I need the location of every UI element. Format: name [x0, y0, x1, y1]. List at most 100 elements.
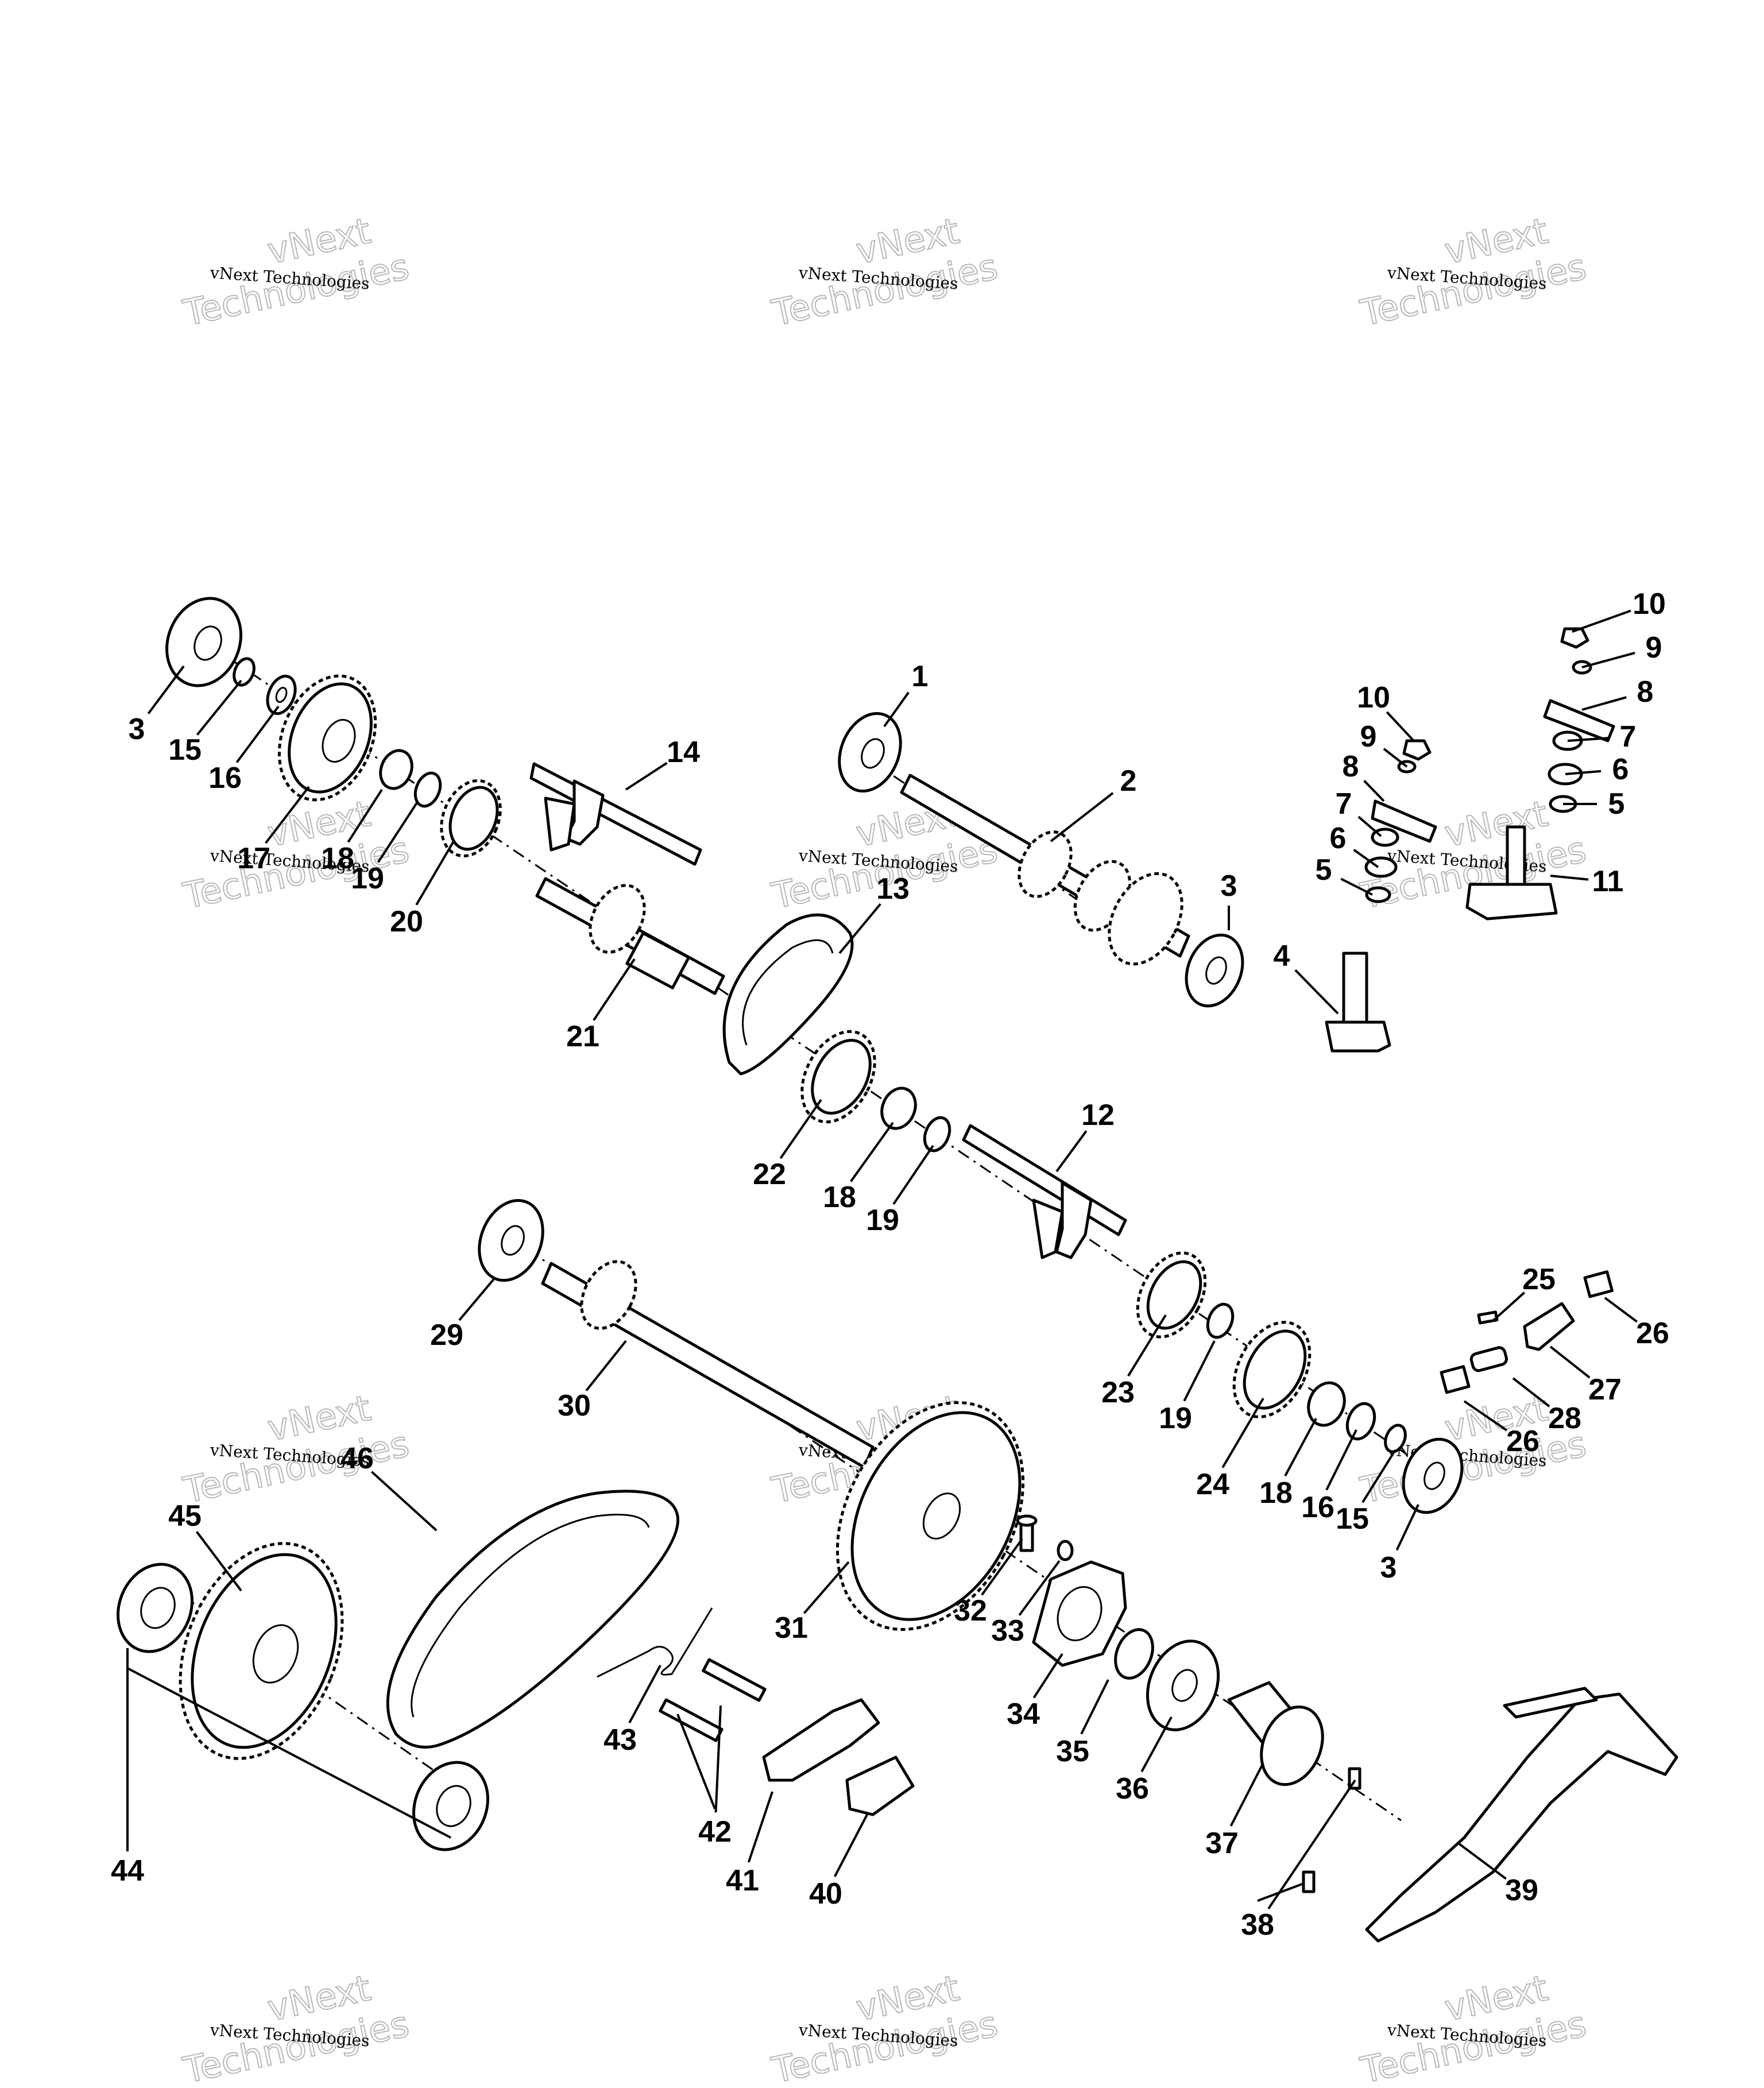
- callout-19: 19: [866, 1144, 934, 1237]
- callout-7: 7: [1336, 787, 1382, 837]
- shift-shaft-11: [1465, 825, 1558, 921]
- callout-34: 34: [1007, 1653, 1063, 1731]
- callout-label: 18: [321, 842, 354, 875]
- clip-15-right: [1384, 1424, 1407, 1453]
- leader-line: [1572, 609, 1631, 633]
- callout-44: 44: [111, 1648, 144, 1888]
- callout-1: 1: [883, 660, 929, 728]
- gear-45: [179, 1542, 344, 1760]
- callout-label: 5: [1608, 787, 1625, 821]
- leader-line: [1567, 737, 1609, 742]
- callout-label: 7: [1620, 720, 1637, 753]
- callout-label: 29: [430, 1318, 463, 1352]
- leader-line: [1512, 1377, 1550, 1408]
- leader-line: [585, 1340, 627, 1391]
- callout-16: 16: [208, 705, 280, 795]
- callout-label: 7: [1336, 787, 1352, 821]
- leader-line: [1080, 1679, 1109, 1735]
- leader-line: [714, 1705, 722, 1813]
- callout-37: 37: [1205, 1762, 1264, 1860]
- leader-line: [1183, 1340, 1216, 1402]
- leader-line: [370, 1471, 438, 1532]
- callout-13: 13: [838, 872, 910, 954]
- callout-22: 22: [753, 1099, 822, 1191]
- bolt-32: [1016, 1514, 1038, 1552]
- callout-label: 37: [1205, 1827, 1239, 1860]
- callout-3: 3: [1221, 869, 1237, 930]
- leader-line: [1294, 969, 1339, 1015]
- callout-label: 8: [1637, 675, 1654, 709]
- bearing-3-right: [1402, 1437, 1464, 1514]
- callout-label: 24: [1196, 1468, 1229, 1501]
- callout-label: 6: [1612, 753, 1629, 786]
- leader-line-extra: [676, 1714, 716, 1809]
- callout-label: 18: [1259, 1476, 1293, 1510]
- leader-line: [1050, 792, 1114, 842]
- callout-21: 21: [566, 958, 636, 1053]
- leader-line: [1492, 1292, 1526, 1322]
- callout-41: 41: [726, 1791, 773, 1897]
- leader-line: [147, 665, 185, 714]
- leader-line: [1463, 1400, 1508, 1432]
- shift-shaft-4: [1325, 952, 1391, 1053]
- callout-label: 10: [1633, 587, 1666, 621]
- callout-8: 8: [1343, 750, 1385, 802]
- leader-line: [196, 679, 242, 736]
- gear-20: [440, 779, 502, 858]
- callout-17: 17: [237, 786, 310, 875]
- callout-label: 14: [667, 736, 700, 769]
- belt-46: [386, 1490, 680, 1749]
- callout-label: 26: [1506, 1425, 1539, 1458]
- gear-22: [800, 1030, 876, 1124]
- leader-line: [1457, 1842, 1507, 1880]
- callout-label: 40: [809, 1877, 842, 1911]
- washer-33: [1057, 1540, 1074, 1561]
- callout-10: 10: [1572, 587, 1666, 633]
- leader-line: [892, 1144, 934, 1205]
- leader-line: [779, 1099, 822, 1159]
- leader-line: [833, 1814, 868, 1877]
- callout-label: 20: [390, 905, 423, 938]
- callout-label: 39: [1505, 1874, 1538, 1907]
- bearing-44-right: [412, 1761, 489, 1851]
- callout-label: 17: [237, 842, 270, 875]
- leader-line: [981, 1538, 1023, 1596]
- clip-19-top-left: [413, 771, 442, 808]
- clip-19-right: [1206, 1302, 1235, 1339]
- leader-line: [803, 1561, 850, 1614]
- callout-43: 43: [604, 1665, 662, 1757]
- callout-29: 29: [430, 1277, 496, 1352]
- callout-42: 42: [698, 1705, 732, 1849]
- callout-label: 22: [753, 1158, 786, 1191]
- hardware-5-10-right: [1543, 627, 1615, 813]
- center-lines: [183, 642, 1448, 1822]
- leader-line: [747, 1791, 773, 1863]
- leader-line-extra: [1257, 1882, 1304, 1902]
- leader-line: [1221, 1397, 1264, 1468]
- callout-label: 28: [1548, 1402, 1581, 1435]
- callout-35: 35: [1056, 1679, 1109, 1768]
- callout-40: 40: [809, 1814, 868, 1911]
- callout-label: 6: [1330, 822, 1347, 855]
- callout-19: 19: [1159, 1340, 1216, 1435]
- callout-32: 32: [954, 1538, 1023, 1627]
- callout-label: 1: [912, 660, 929, 693]
- leader-line: [1140, 1716, 1173, 1773]
- callout-15: 15: [1336, 1449, 1396, 1536]
- callout-45: 45: [168, 1499, 242, 1592]
- leader-line: [625, 761, 668, 791]
- callout-9: 9: [1360, 720, 1408, 768]
- leader-line: [1383, 748, 1408, 768]
- bearing-3-top-left: [165, 597, 242, 687]
- leader-line: [1284, 1418, 1317, 1477]
- callout-label: 18: [823, 1181, 856, 1214]
- callout-label: 35: [1056, 1735, 1089, 1768]
- callout-31: 31: [775, 1561, 850, 1645]
- leader-line: [1325, 1429, 1357, 1491]
- callout-8: 8: [1581, 675, 1654, 711]
- shaft-21: [535, 877, 725, 995]
